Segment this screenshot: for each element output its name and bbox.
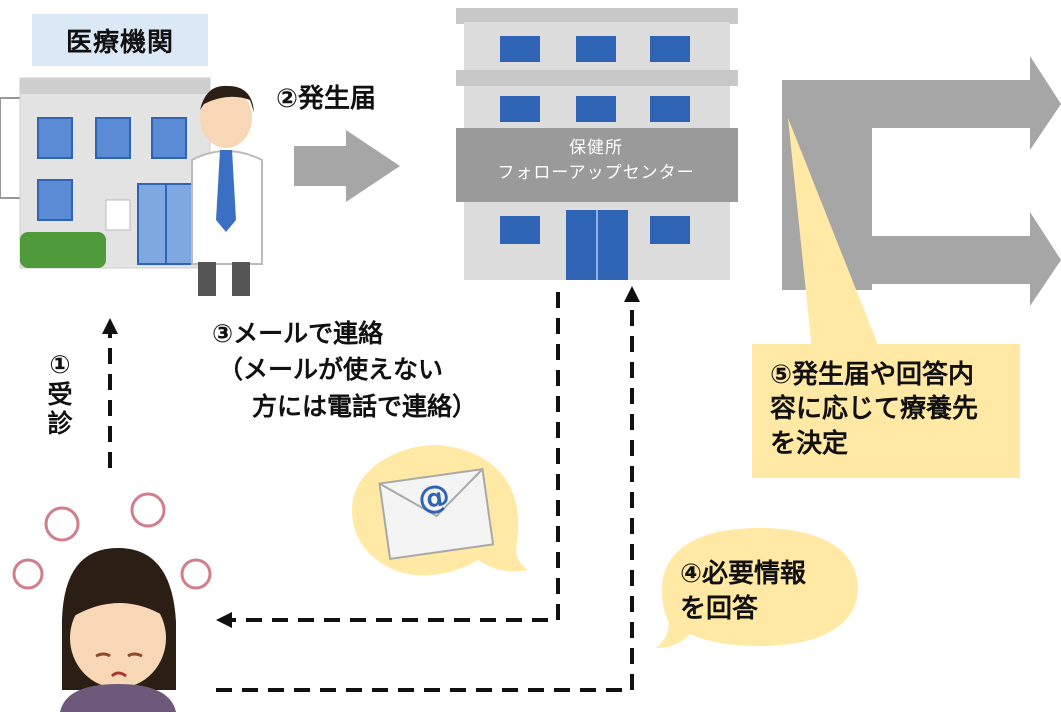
health-center-name-line2: フォローアップセンター [497,162,695,183]
health-center-building-icon [456,8,738,280]
step3-line1: ③メールで連絡 [212,319,384,348]
svg-text:@: @ [415,476,452,518]
step3-contact-label: ③メールで連絡 （メールが使えない 方には電話で連絡） [212,316,477,425]
answer-callout-bubble [656,528,858,648]
step3-line3: 方には電話で連絡） [252,391,478,421]
step5-line1: ⑤発生届や回答内 [770,360,975,390]
hospital-building-icon [0,77,211,269]
visit-arrow [102,318,118,468]
report-arrow [294,130,400,202]
decision-callout-pointer [788,118,880,350]
doctor-icon [191,85,263,296]
step4-line2: を回答 [680,594,759,625]
health-center-name-line1: 保健所 [569,138,623,158]
step2-report-label: ②発生届 [276,84,377,114]
hospital-label: 医療機関 [32,14,208,66]
envelope-at-icon: @ [352,445,528,576]
answer-arrow [216,286,640,692]
step3-line2: （メールが使えない [218,355,444,385]
contact-arrow [216,292,560,628]
step1-visit-label: ①受診 [47,350,73,438]
health-center-name: 保健所 フォローアップセンター [458,136,734,185]
step4-line1: ④必要情報 [680,559,807,589]
sick-patient-icon [12,492,212,712]
step5-line2: 容に応じて療養先 [770,394,979,425]
step4-answer-label: ④必要情報 を回答 [680,557,806,627]
step5-line3: を決定 [770,428,849,459]
step5-decision-callout: ⑤発生届や回答内 容に応じて療養先 を決定 [752,344,1020,478]
